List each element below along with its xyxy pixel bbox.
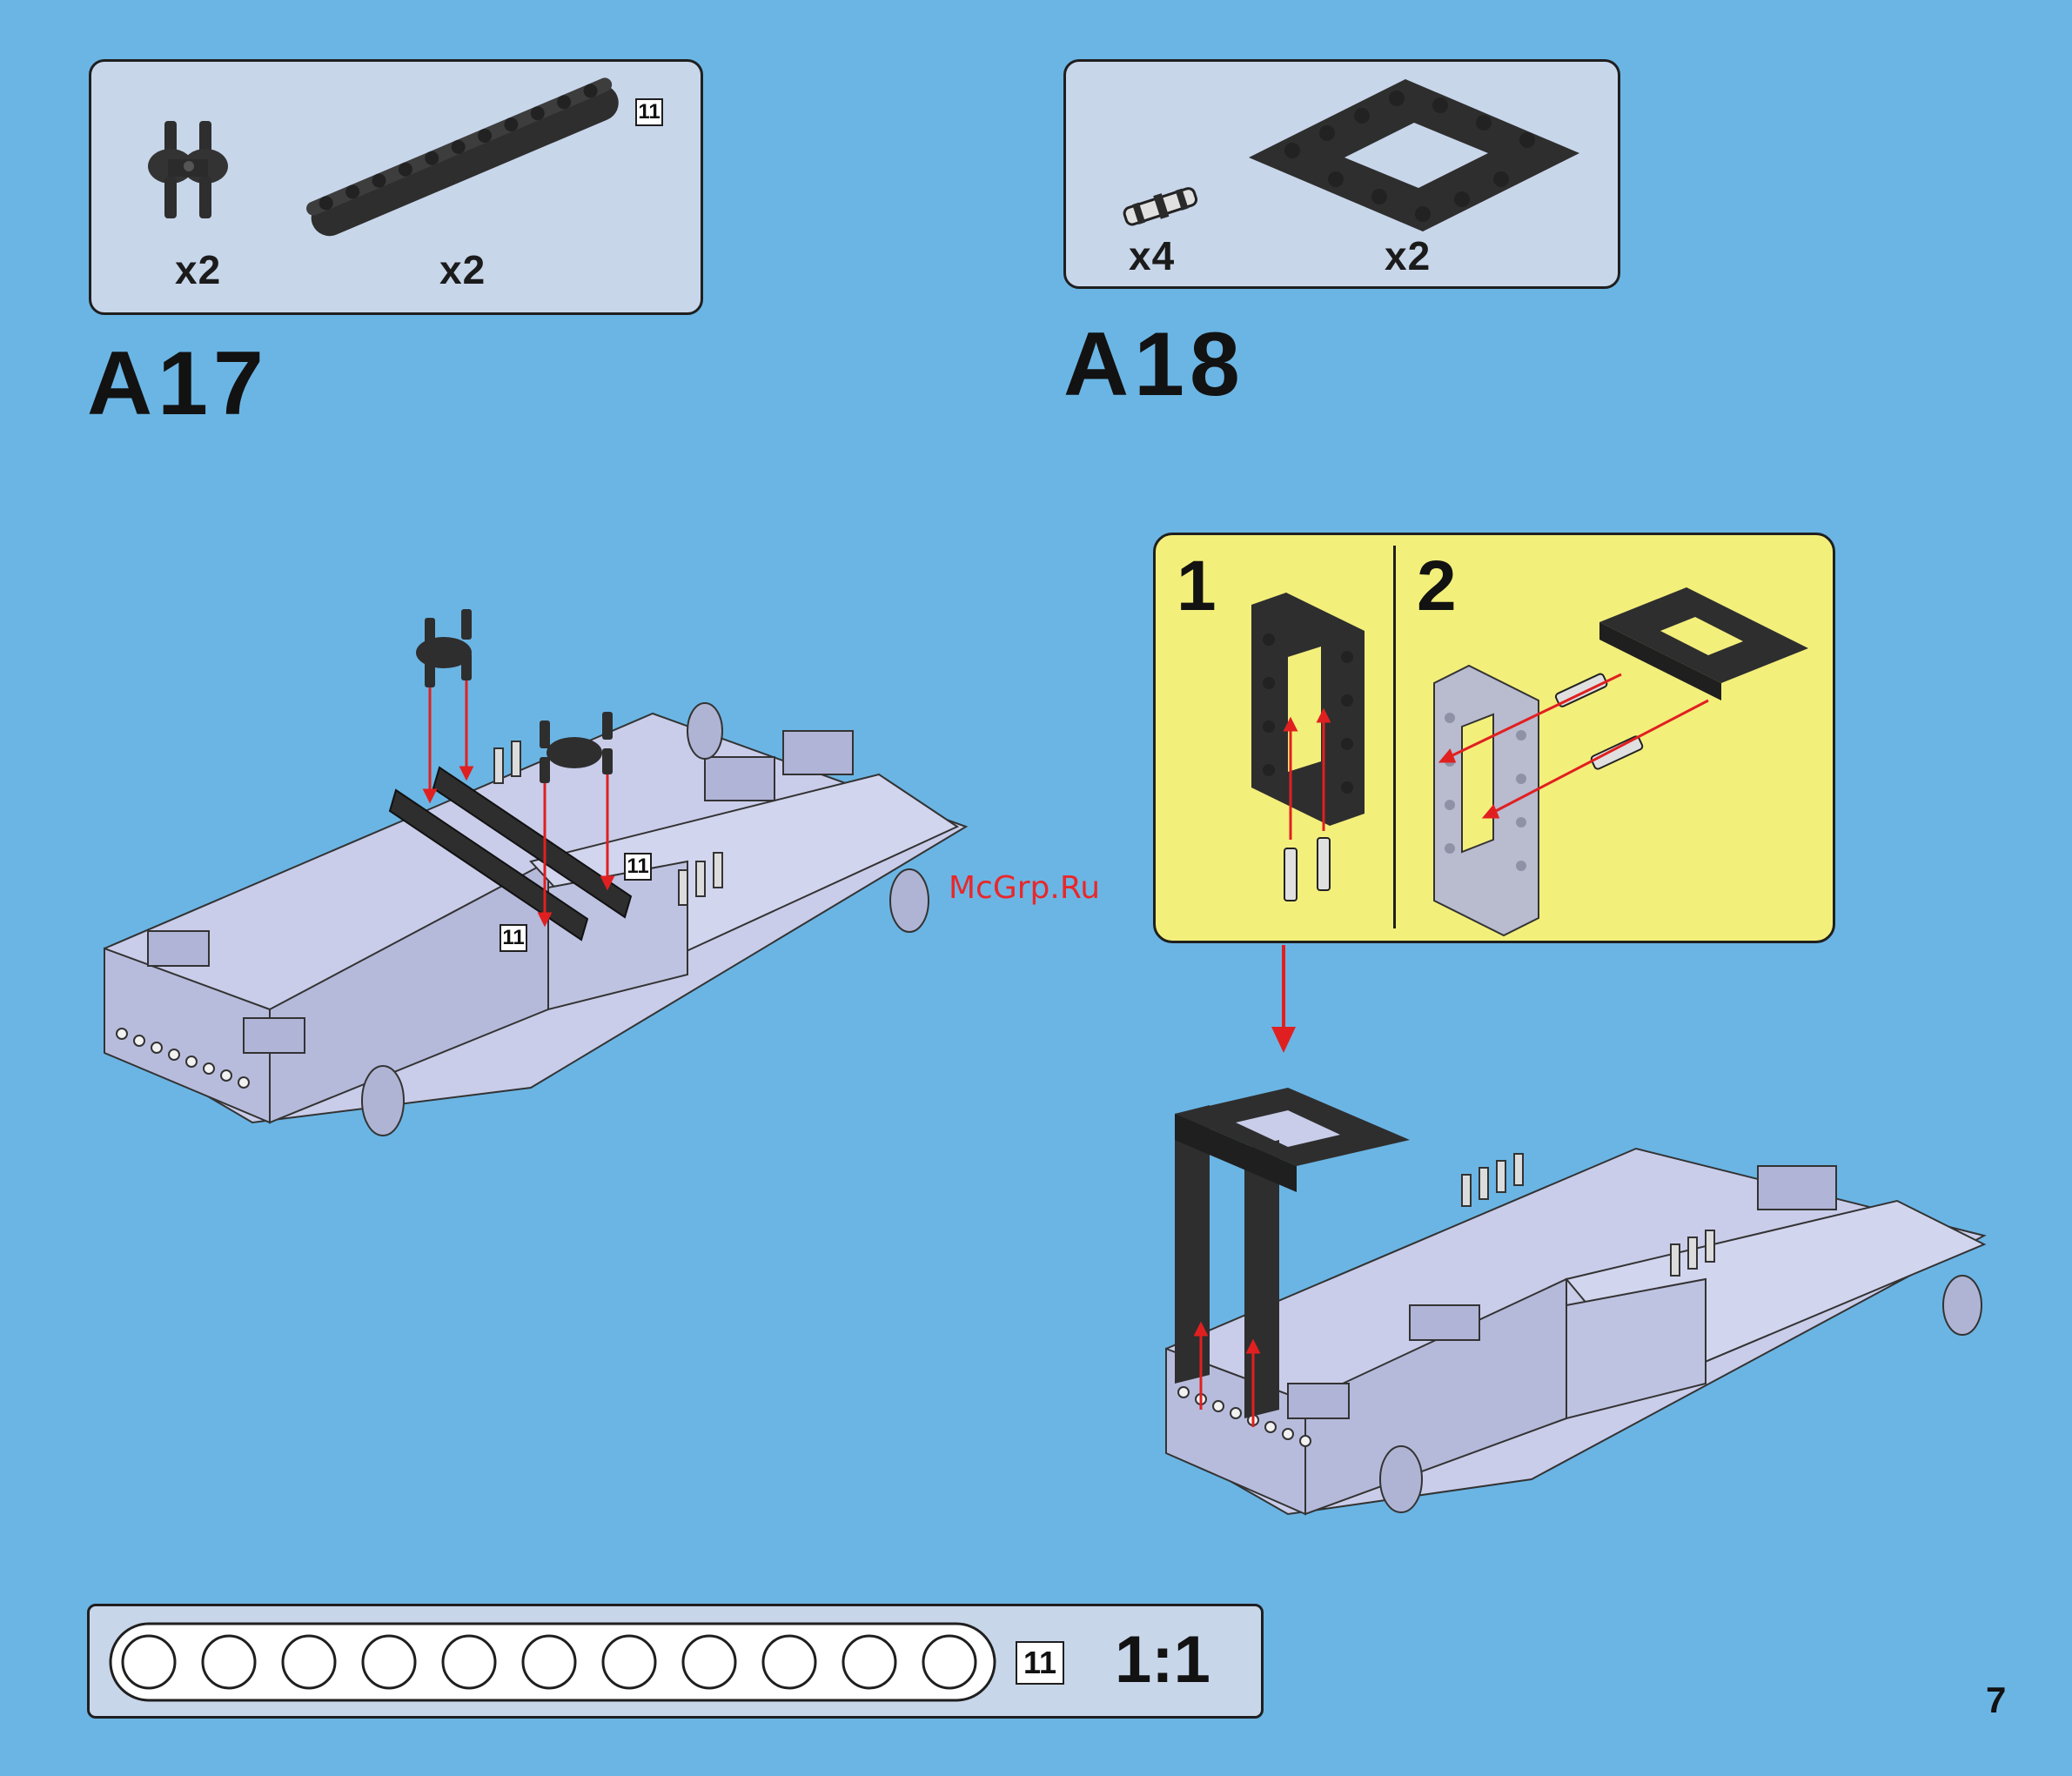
a18-assembly-illustration — [1149, 1044, 2019, 1531]
a18-frame-quantity: x2 — [1385, 232, 1431, 279]
a18-parts-panel: x4 x2 — [1063, 59, 1620, 289]
page-number: 7 — [1986, 1679, 2006, 1721]
a17-beam-length-badge: 11 — [635, 98, 663, 126]
a17-beam-quantity: x2 — [439, 246, 486, 293]
scale-bar-panel: 11 1:1 — [87, 1604, 1264, 1719]
a17-callout-badge-2: 11 — [500, 924, 527, 952]
scale-ratio-label: 1:1 — [1115, 1622, 1210, 1698]
frame-icon — [1240, 70, 1588, 236]
a17-parts-panel: x2 11 x2 — [89, 59, 703, 315]
a18-substep-inset: 1 2 — [1153, 533, 1835, 943]
watermark: McGrp.Ru — [949, 870, 1100, 906]
substep-1-label: 1 — [1177, 546, 1217, 627]
a17-assembly-illustration — [96, 600, 966, 1175]
connector-hub-icon — [142, 114, 238, 227]
beam-11-icon — [300, 88, 631, 236]
step-title-a18: A18 — [1063, 313, 1245, 417]
a18-pin-quantity: x4 — [1129, 232, 1175, 279]
inset-to-model-arrow — [1266, 945, 1301, 1058]
step-title-a17: A17 — [87, 332, 269, 436]
beam-11-scale-icon — [109, 1622, 996, 1702]
scale-length-badge: 11 — [1016, 1641, 1064, 1685]
a17-connector-quantity: x2 — [175, 246, 221, 293]
substep-2-illustration — [1408, 553, 1826, 935]
substep-1-illustration — [1234, 587, 1391, 927]
pin-icon — [1122, 184, 1200, 227]
a17-callout-badge-1: 11 — [624, 853, 652, 881]
substep-divider — [1393, 546, 1396, 928]
